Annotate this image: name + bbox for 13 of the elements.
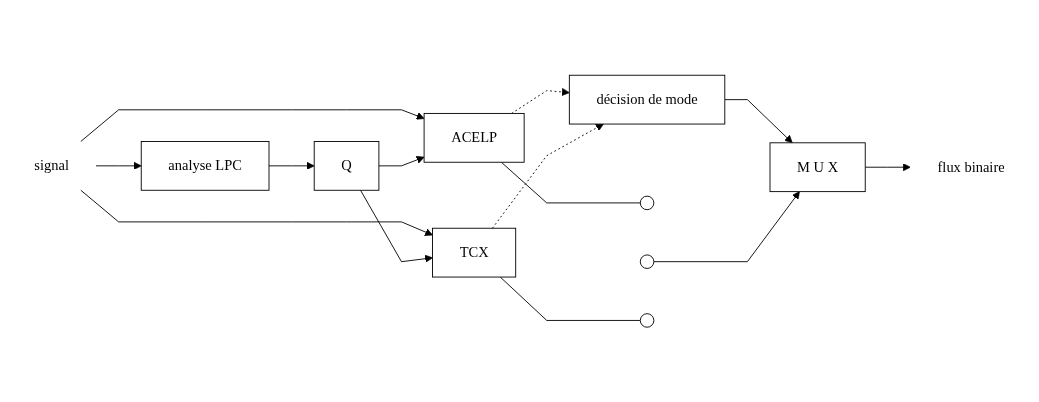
connector (500, 161, 641, 204)
node-box: TCX (432, 227, 517, 278)
connector (499, 276, 641, 321)
node-text: flux binaire (937, 158, 1005, 175)
node-box: ACELP (423, 112, 525, 163)
node-circle (639, 313, 655, 328)
node-circle (639, 195, 655, 210)
node-text: signal (34, 157, 69, 173)
node-box: décision de mode (568, 74, 726, 125)
node-box: M U X (769, 142, 866, 192)
node-box: Q (313, 140, 380, 191)
node-circle (639, 254, 655, 269)
node-box: analyse LPC (140, 140, 270, 191)
